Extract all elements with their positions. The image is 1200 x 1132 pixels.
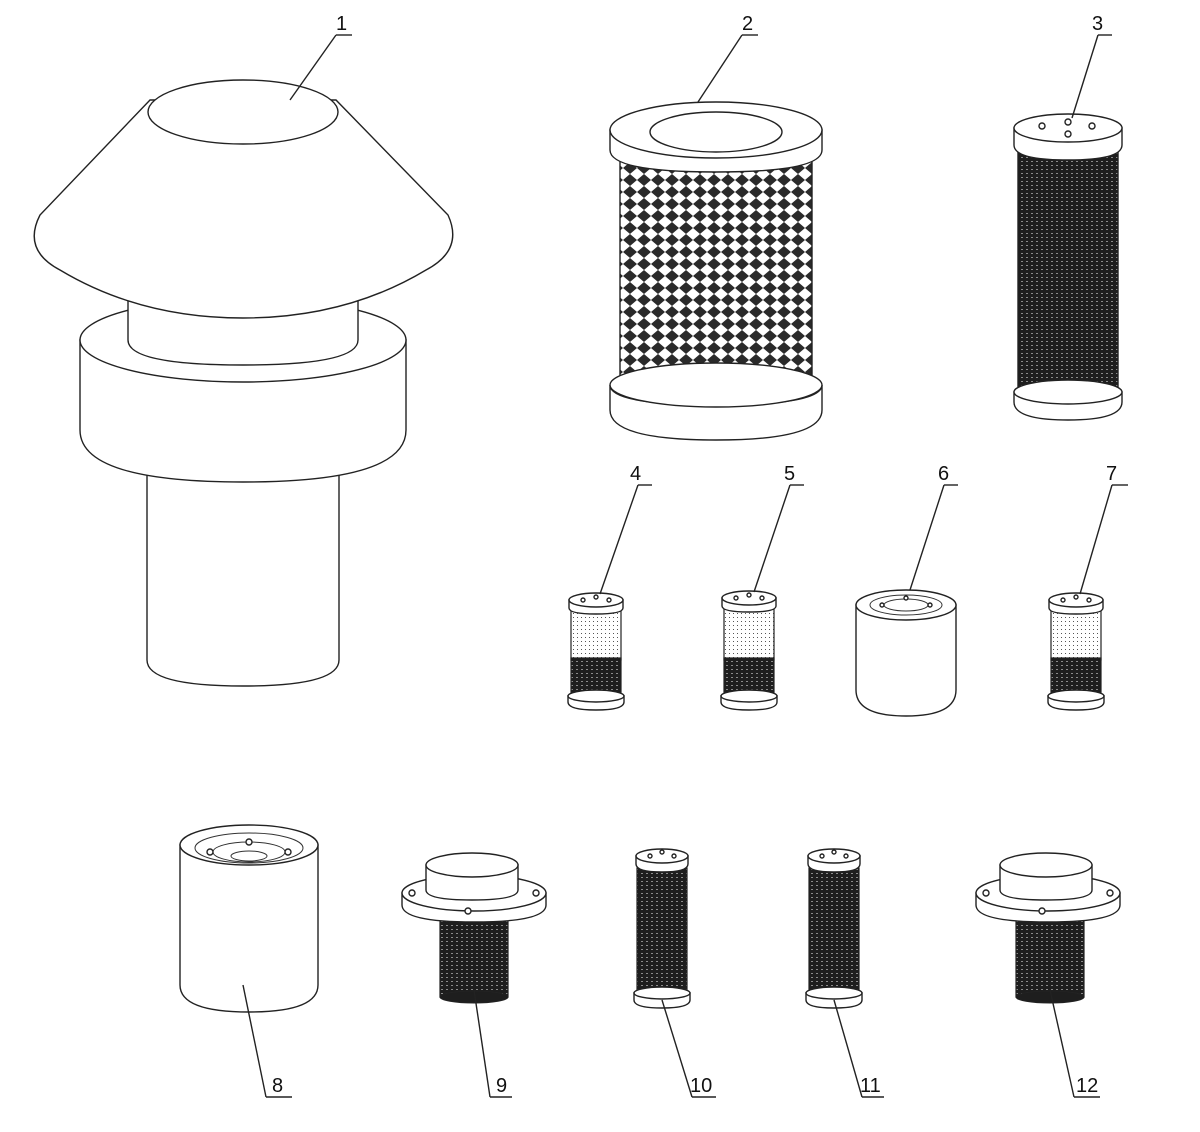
part-label: 6 bbox=[938, 463, 949, 485]
part-3: 3 bbox=[1013, 13, 1123, 421]
part-label: 7 bbox=[1106, 463, 1117, 485]
part-7: 7 bbox=[1047, 463, 1128, 711]
part-8: 8 bbox=[179, 824, 319, 1098]
part-1: 1 bbox=[33, 13, 454, 687]
part-label: 9 bbox=[496, 1075, 507, 1097]
part-10: 10 bbox=[633, 848, 716, 1098]
part-4: 4 bbox=[567, 463, 652, 711]
part-label: 12 bbox=[1076, 1075, 1098, 1097]
part-label: 3 bbox=[1092, 13, 1103, 35]
part-11: 11 bbox=[805, 848, 884, 1098]
part-2: 2 bbox=[609, 13, 823, 441]
part-label: 4 bbox=[630, 463, 641, 485]
part-6: 6 bbox=[855, 463, 958, 717]
part-9: 9 bbox=[401, 852, 547, 1098]
part-12: 12 bbox=[975, 852, 1121, 1098]
part-label: 1 bbox=[336, 13, 347, 35]
part-label: 11 bbox=[860, 1075, 881, 1097]
part-label: 8 bbox=[272, 1075, 283, 1097]
part-label: 2 bbox=[742, 13, 753, 35]
part-label: 10 bbox=[690, 1075, 712, 1097]
part-label: 5 bbox=[784, 463, 795, 485]
part-5: 5 bbox=[720, 463, 804, 711]
